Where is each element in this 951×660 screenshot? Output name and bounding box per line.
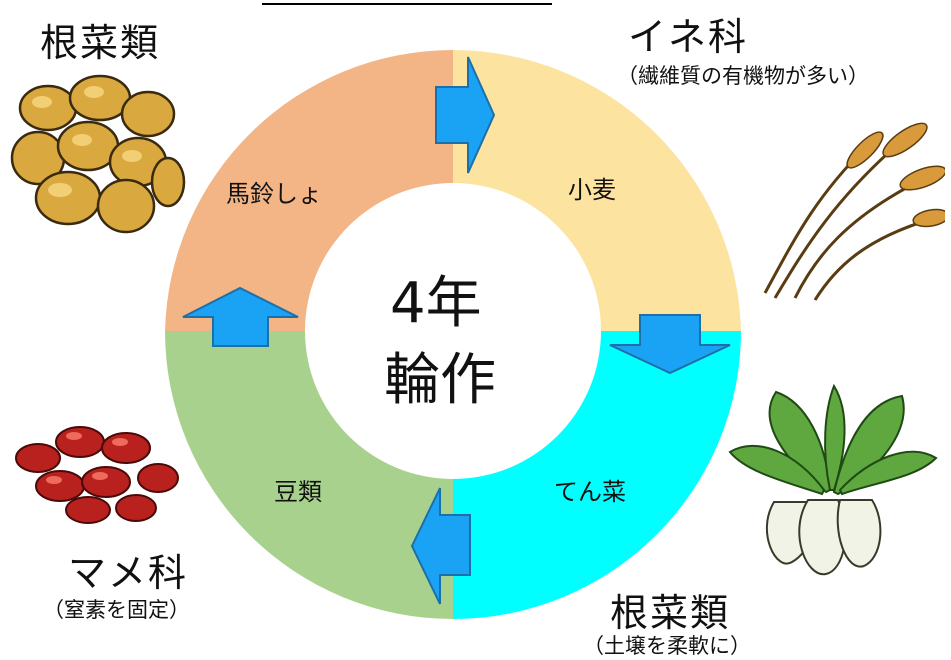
center-title-line2: 輪作 bbox=[384, 348, 496, 413]
corner-note-top-right: （繊維質の有機物が多い） bbox=[617, 64, 869, 88]
sugar-beet-icon bbox=[728, 383, 938, 576]
potatoes-icon bbox=[10, 74, 186, 234]
wheat-icon bbox=[763, 122, 945, 301]
top-divider-line bbox=[262, 3, 552, 5]
segment-beans bbox=[165, 331, 453, 619]
segment-label-beans: 豆類 bbox=[274, 478, 322, 506]
corner-title-top-right: イネ科 bbox=[628, 15, 749, 59]
segment-label-potato: 馬鈴しょ bbox=[226, 180, 322, 208]
segment-wheat bbox=[453, 49, 741, 331]
corner-title-top-left: 根菜類 bbox=[40, 21, 161, 65]
corner-note-bottom-right: （土壌を柔軟に） bbox=[583, 634, 751, 658]
arrow-beans-to-potato bbox=[182, 286, 299, 347]
corner-title-bottom-right: 根菜類 bbox=[610, 591, 731, 635]
red-beans-icon bbox=[15, 426, 179, 524]
segment-beet bbox=[453, 331, 741, 619]
center-title-line1: 4年 bbox=[390, 271, 482, 336]
segment-potato bbox=[165, 49, 453, 331]
corner-note-bottom-left: （窒素を固定） bbox=[43, 598, 190, 622]
segment-label-wheat: 小麦 bbox=[568, 176, 616, 204]
segment-label-beet: てん菜 bbox=[554, 478, 626, 506]
arrow-beet-to-beans bbox=[410, 487, 471, 605]
arrow-potato-to-wheat bbox=[435, 56, 496, 174]
corner-title-bottom-left: マメ科 bbox=[68, 551, 189, 595]
arrow-wheat-to-beet bbox=[609, 314, 731, 375]
